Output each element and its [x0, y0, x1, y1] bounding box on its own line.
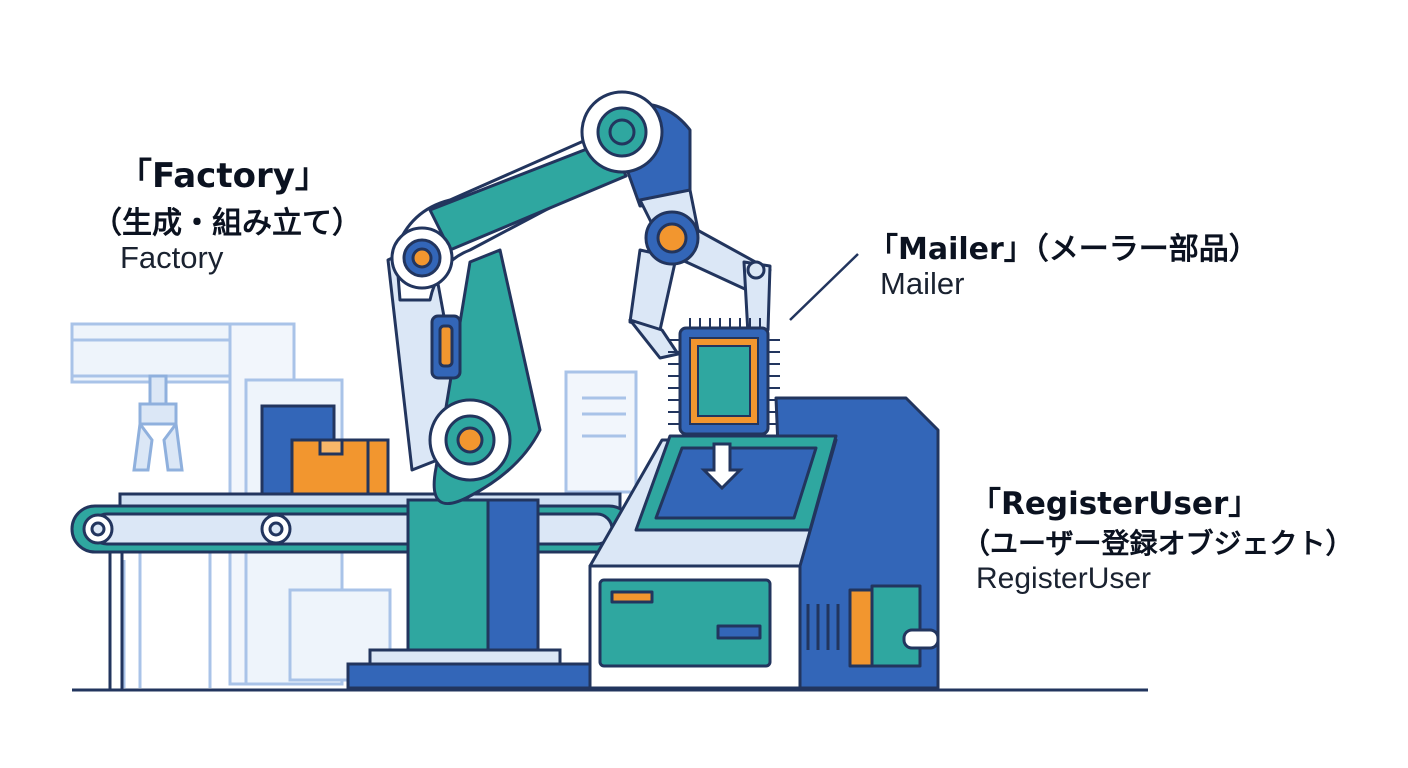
factory-english-label: Factory: [120, 240, 224, 275]
down-arrow-icon: [700, 442, 744, 491]
register-user-english-label: RegisterUser: [976, 562, 1152, 595]
factory-japanese-label: （生成・組み立て）: [92, 206, 362, 241]
register-machine: [588, 396, 940, 690]
robot-joints: [390, 90, 766, 482]
register-user-japanese-label: （ユーザー登録オブジェクト）: [962, 527, 1354, 560]
factory-title: 「Factory」: [118, 156, 329, 196]
orange-box: [290, 438, 390, 498]
mailer-callout-line: [789, 253, 859, 321]
left-gripper: [132, 374, 184, 472]
register-user-title: 「RegisterUser」: [970, 486, 1260, 522]
microchip: [668, 318, 780, 444]
mailer-english-label: Mailer: [880, 266, 965, 301]
mailer-title: 「Mailer」（メーラー部品）: [868, 232, 1259, 267]
